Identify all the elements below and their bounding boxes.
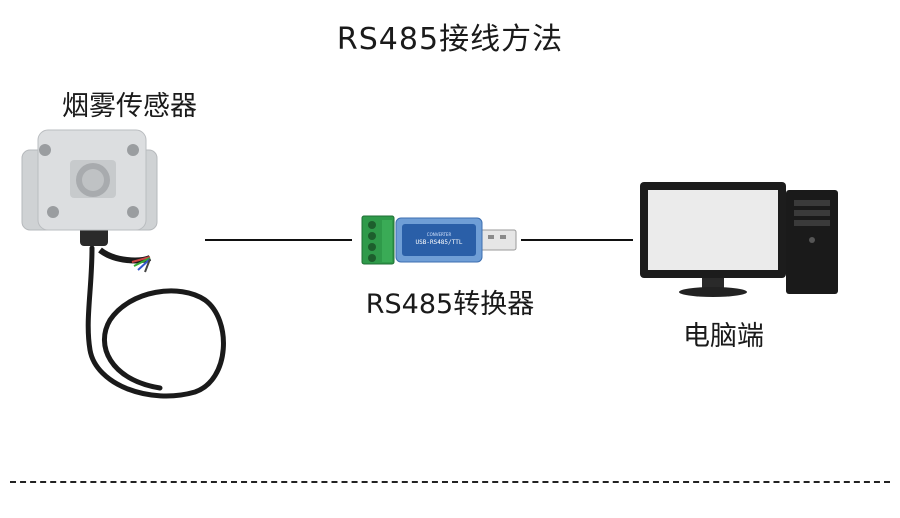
converter-pcb-text: USB-RS485/TTL bbox=[416, 239, 463, 246]
bottom-dashed-divider bbox=[10, 481, 890, 483]
computer-image bbox=[640, 182, 838, 297]
computer-label: 电脑端 bbox=[683, 321, 764, 352]
smoke-sensor-image bbox=[21, 129, 226, 399]
connection-line-sensor-converter bbox=[205, 239, 352, 241]
sensor-label: 烟雾传感器 bbox=[62, 91, 197, 122]
converter-label: RS485转换器 bbox=[365, 289, 535, 320]
diagram-title: RS485接线方法 bbox=[336, 22, 564, 57]
rs485-converter-image: USB-RS485/TTL CONVERTER bbox=[361, 215, 517, 265]
converter-pcb-subtext: CONVERTER bbox=[427, 232, 452, 237]
connection-line-converter-computer bbox=[521, 239, 633, 241]
